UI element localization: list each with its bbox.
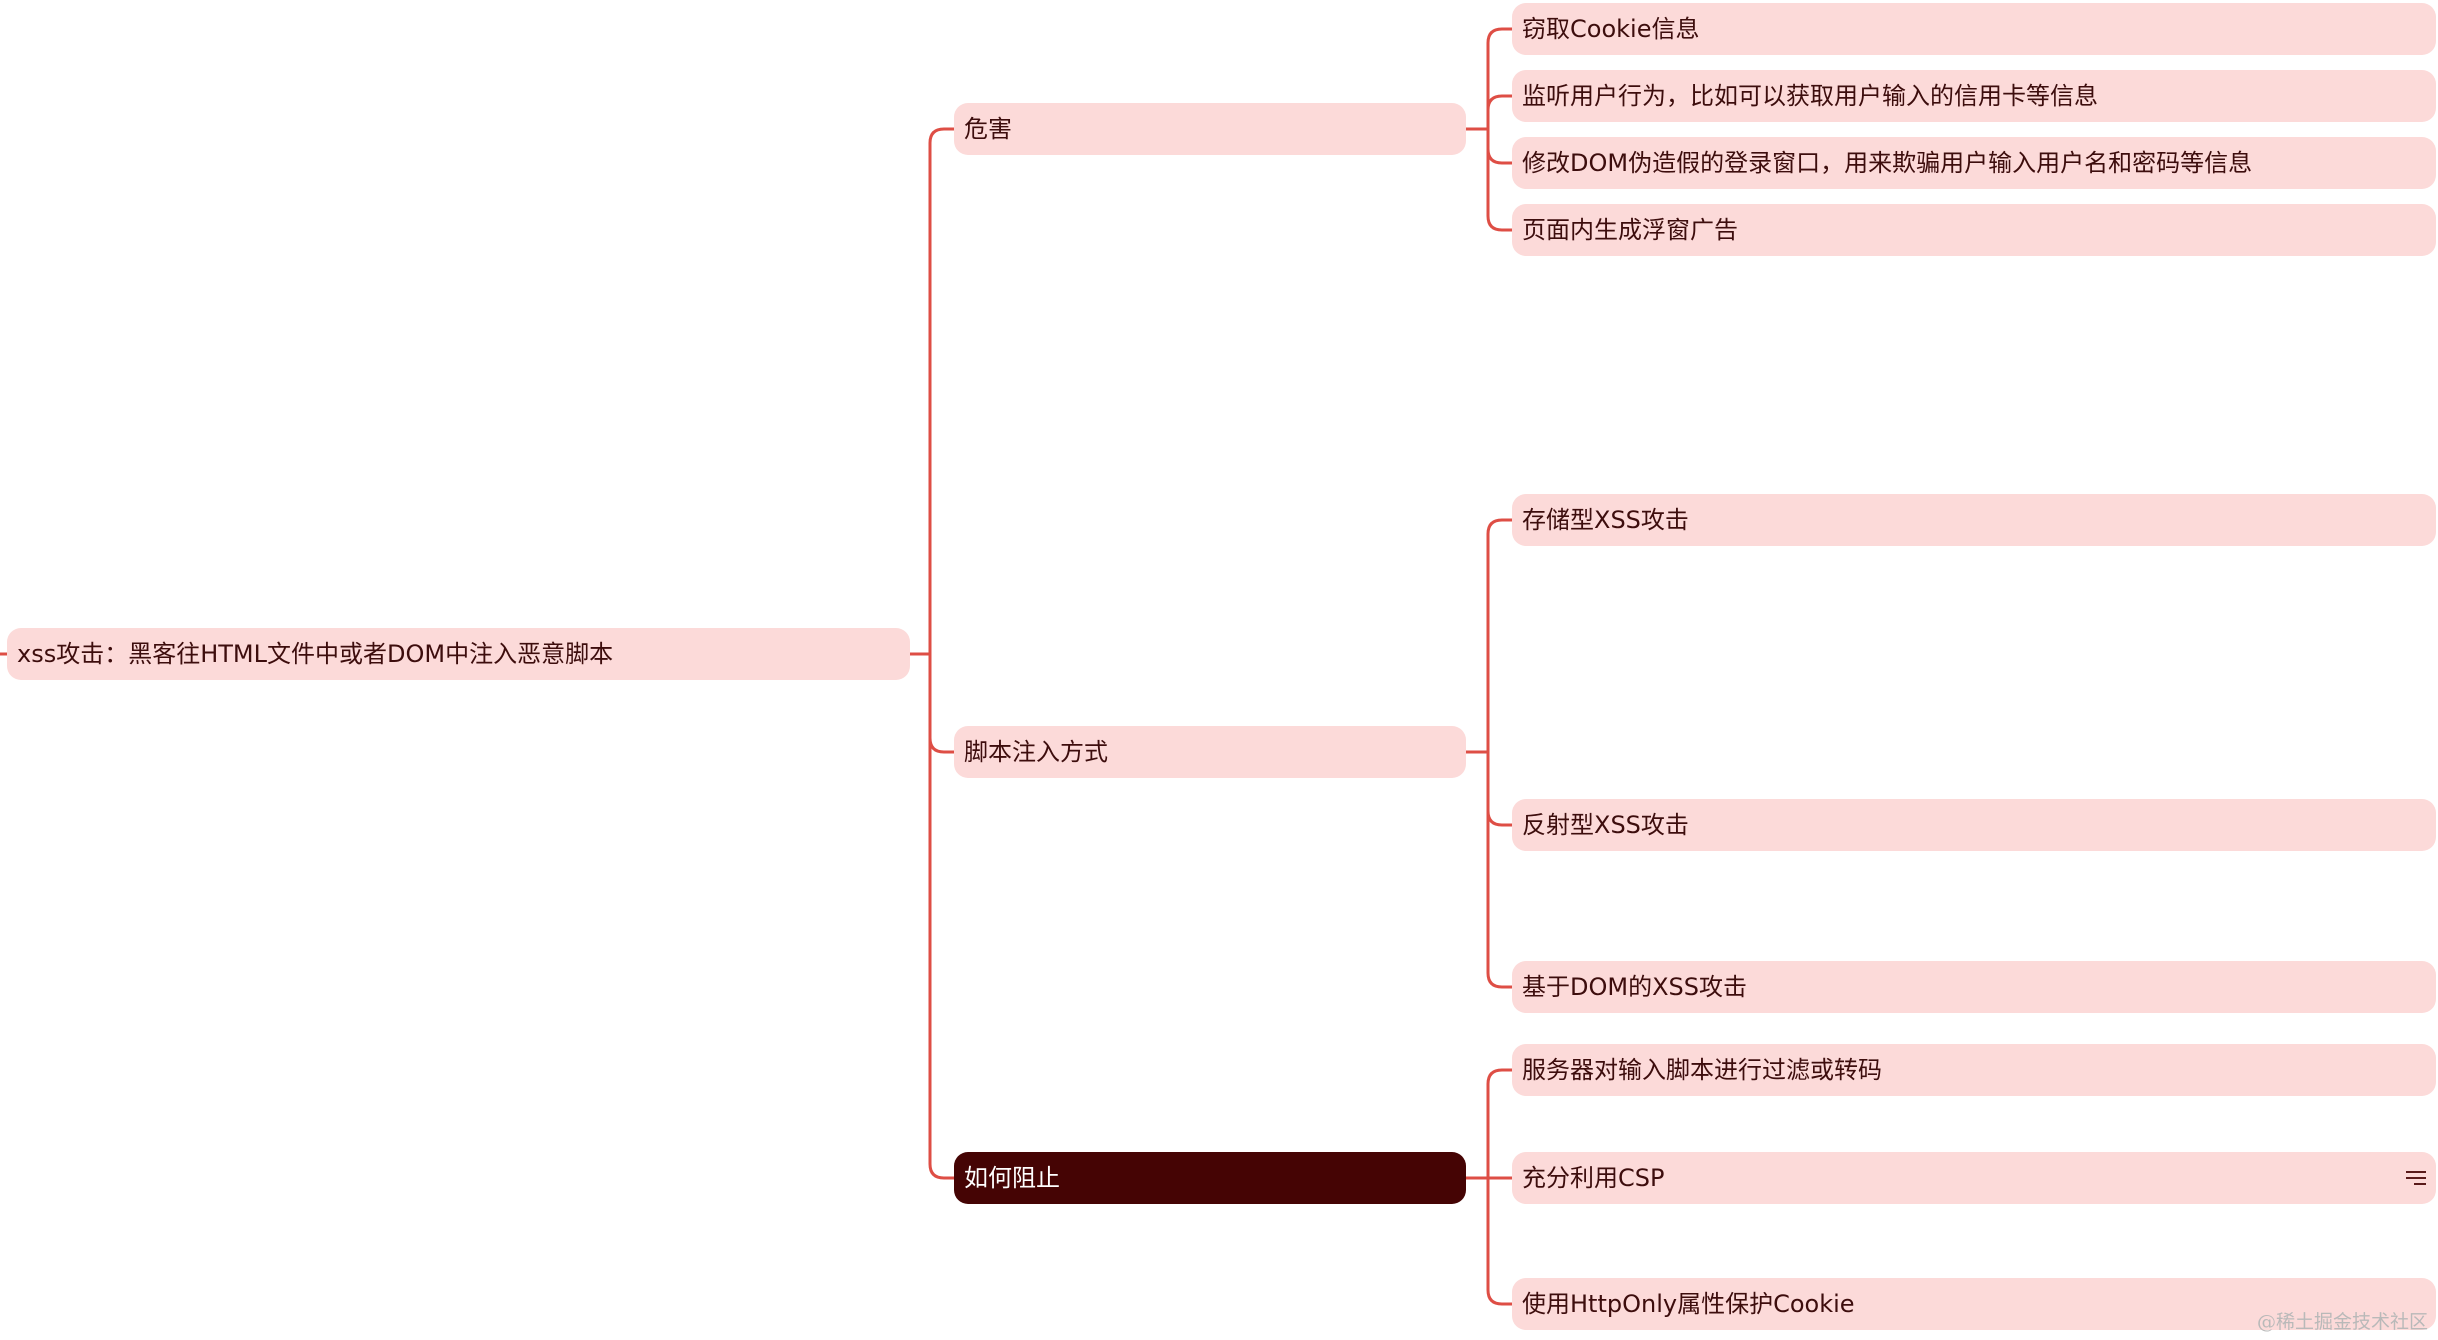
leaf-topic-reflected-xss[interactable]: 反射型XSS攻击	[1512, 799, 2436, 851]
leaf-topic-label: 充分利用CSP	[1522, 1164, 1665, 1192]
watermark: @稀土掘金技术社区	[2256, 1311, 2428, 1333]
leaf-topic-label: 监听用户行为，比如可以获取用户输入的信用卡等信息	[1522, 82, 2098, 110]
harm-connector-branch	[1486, 127, 1514, 232]
root-topic-label: xss攻击：黑客往HTML文件中或者DOM中注入恶意脚本	[17, 640, 614, 668]
harm-connector-branch	[1486, 127, 1514, 165]
leaf-topic-stored-xss[interactable]: 存储型XSS攻击	[1512, 494, 2436, 546]
injection-connector-branch	[1486, 750, 1514, 827]
branch-topic-label: 如何阻止	[964, 1164, 1060, 1192]
root-topic[interactable]: xss攻击：黑客往HTML文件中或者DOM中注入恶意脚本	[7, 628, 910, 680]
leaf-topic-filter-escape[interactable]: 服务器对输入脚本进行过滤或转码	[1512, 1044, 2436, 1096]
leaf-topic-use-csp[interactable]: 充分利用CSP	[1512, 1152, 2436, 1204]
leaf-topic-label: 反射型XSS攻击	[1522, 811, 1689, 839]
leaf-topic-label: 存储型XSS攻击	[1522, 506, 1689, 534]
leaf-topic-label: 使用HttpOnly属性保护Cookie	[1522, 1290, 1855, 1318]
leaf-topic-dom-xss[interactable]: 基于DOM的XSS攻击	[1512, 961, 2436, 1013]
leaf-topic-httponly-cookie[interactable]: 使用HttpOnly属性保护Cookie	[1512, 1278, 2436, 1330]
leaf-topic-steal-cookie[interactable]: 窃取Cookie信息	[1512, 3, 2436, 55]
notes-icon[interactable]	[2406, 1169, 2426, 1187]
root-connector-branch	[928, 652, 956, 1180]
leaf-topic-label: 页面内生成浮窗广告	[1522, 216, 1738, 244]
injection-connector-branch	[1486, 518, 1514, 754]
leaf-topic-monitor-behavior[interactable]: 监听用户行为，比如可以获取用户输入的信用卡等信息	[1512, 70, 2436, 122]
harm-connector-branch	[1486, 27, 1514, 131]
leaf-topic-label: 服务器对输入脚本进行过滤或转码	[1522, 1056, 1882, 1084]
leaf-topic-label: 修改DOM伪造假的登录窗口，用来欺骗用户输入用户名和密码等信息	[1522, 149, 2253, 177]
leaf-topic-label: 窃取Cookie信息	[1522, 15, 1700, 43]
injection-connector-branch	[1486, 750, 1514, 989]
leaf-topic-popup-ads[interactable]: 页面内生成浮窗广告	[1512, 204, 2436, 256]
branch-topic-injection-methods[interactable]: 脚本注入方式	[954, 726, 1466, 778]
prevention-connector-branch	[1486, 1068, 1514, 1180]
root-connector-branch	[928, 652, 956, 754]
branch-topic-prevention[interactable]: 如何阻止	[954, 1152, 1466, 1204]
branch-topic-label: 危害	[964, 115, 1012, 143]
leaf-topic-label: 基于DOM的XSS攻击	[1522, 973, 1747, 1001]
root-connector-branch	[928, 127, 956, 656]
prevention-connector-branch	[1486, 1176, 1514, 1306]
harm-connector-branch	[1486, 94, 1514, 131]
branch-topic-label: 脚本注入方式	[964, 738, 1108, 766]
branch-topic-harm[interactable]: 危害	[954, 103, 1466, 155]
leaf-topic-fake-login[interactable]: 修改DOM伪造假的登录窗口，用来欺骗用户输入用户名和密码等信息	[1512, 137, 2436, 189]
